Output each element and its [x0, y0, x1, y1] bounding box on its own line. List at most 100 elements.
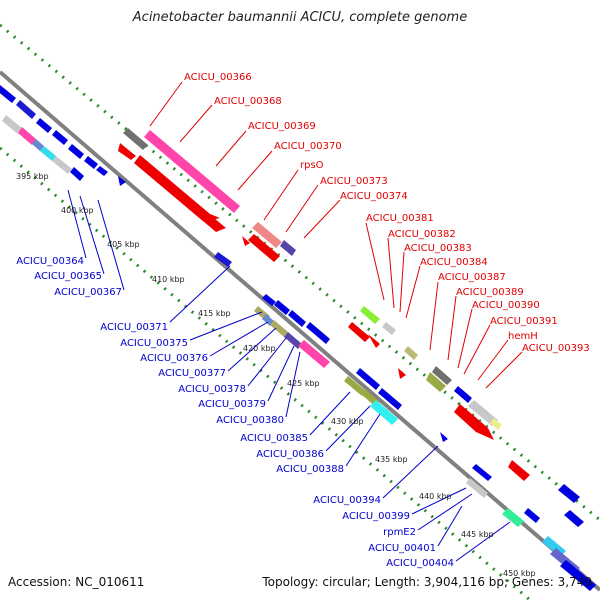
gene-label: hemH: [508, 331, 538, 342]
tick-label: 440 kbp: [419, 492, 452, 501]
reverse-gene-shape: [270, 320, 288, 337]
leader-line: [169, 265, 231, 323]
gene-label: ACICU_00389: [456, 287, 524, 298]
tick-label: 400 kbp: [61, 206, 94, 215]
leader-line: [325, 405, 371, 452]
reverse-gene-shape: [288, 310, 306, 327]
leader-line: [399, 251, 405, 313]
gene-label: ACICU_00377: [158, 368, 226, 379]
reverse-gene-shape: [370, 400, 398, 425]
gene-label: rpsO: [300, 160, 324, 171]
reverse-gene-shape: [214, 252, 232, 267]
tick-labels: 395 kbp 400 kbp 405 kbp 410 kbp 415 kbp …: [16, 172, 536, 578]
leader-line: [365, 222, 385, 301]
leader-line: [237, 150, 273, 191]
leader-line: [67, 189, 87, 259]
leader-line: [247, 337, 287, 387]
reverse-gene-shape: [356, 368, 380, 390]
forward-gene-shape: [404, 346, 418, 360]
forward-gene-shape: [242, 236, 250, 246]
leader-line: [309, 391, 351, 436]
gene-label: ACICU_00380: [216, 415, 284, 426]
reverse-gene-shape: [284, 332, 302, 349]
leader-line: [463, 324, 491, 375]
reverse-gene-shape: [52, 156, 72, 174]
forward-gene-shape: [432, 366, 452, 385]
leader-line: [417, 493, 473, 531]
leader-line: [267, 345, 295, 402]
tick-label: 405 kbp: [107, 240, 140, 249]
gene-label: ACICU_00366: [184, 72, 252, 83]
leader-line: [215, 130, 247, 167]
leader-line: [437, 505, 463, 547]
forward-gene-shape: [248, 234, 280, 262]
forward-gene-shape: [508, 460, 530, 481]
tick-label: 410 kbp: [152, 275, 185, 284]
reverse-gene-shape: [524, 508, 540, 523]
tick-label: 395 kbp: [16, 172, 49, 181]
reverse-gene-shape: [560, 560, 596, 591]
accession-text: Accession: NC_010611: [8, 575, 145, 589]
forward-gene-shape: [190, 203, 226, 232]
inner-dotted-line: [0, 146, 531, 600]
gene-label: ACICU_00387: [438, 272, 506, 283]
forward-features: [118, 128, 584, 527]
reverse-gene-shape: [118, 176, 126, 186]
leader-line: [457, 308, 473, 369]
gene-label: ACICU_00370: [274, 141, 342, 152]
gene-label: ACICU_00393: [522, 343, 590, 354]
leader-line: [209, 321, 269, 357]
reverse-gene-shape: [2, 115, 22, 134]
reverse-gene-shape: [262, 314, 274, 326]
forward-gene-shape: [558, 484, 580, 503]
gene-label: ACICU_00386: [256, 449, 324, 460]
tick-label: 425 kbp: [287, 379, 320, 388]
reverse-gene-shape: [502, 508, 524, 527]
gene-label: ACICU_00391: [490, 316, 558, 327]
leader-line: [285, 351, 301, 418]
forward-gene-shape: [382, 322, 396, 335]
reverse-gene-labels: ACICU_00364 ACICU_00365 ACICU_00367 ACIC…: [16, 256, 454, 569]
gene-label: ACICU_00373: [320, 176, 388, 187]
reverse-gene-shape: [0, 85, 16, 103]
gene-label: ACICU_00378: [178, 384, 246, 395]
outer-dotted-line: [0, 23, 600, 522]
gene-label: ACICU_00399: [342, 511, 410, 522]
reverse-gene-shape: [70, 167, 84, 181]
gene-label: ACICU_00382: [388, 229, 456, 240]
backbone-line: [0, 70, 600, 592]
leader-line: [345, 413, 381, 467]
map-title: Acinetobacter baumannii ACICU, complete …: [132, 10, 468, 25]
leader-line: [189, 311, 263, 341]
forward-gene-shape: [118, 143, 136, 160]
forward-gene-shape: [426, 372, 446, 392]
leader-line: [179, 104, 213, 143]
gene-label: ACICU_00365: [34, 271, 102, 282]
gene-label: ACICU_00379: [198, 399, 266, 410]
leader-line: [447, 295, 457, 361]
forward-gene-shape: [454, 386, 472, 403]
gene-label: ACICU_00368: [214, 96, 282, 107]
reverse-gene-shape: [344, 376, 366, 396]
reverse-gene-shape: [36, 118, 52, 133]
forward-gene-shape: [468, 400, 498, 426]
reverse-features: [0, 85, 596, 591]
reverse-gene-shape: [466, 478, 488, 498]
gene-label: ACICU_00371: [100, 322, 168, 333]
gene-label: ACICU_00383: [404, 243, 472, 254]
forward-gene-shape: [280, 240, 296, 256]
reverse-gene-shape: [40, 146, 56, 161]
leader-line: [285, 184, 319, 233]
reverse-gene-shape: [52, 130, 68, 145]
leader-line: [227, 327, 277, 372]
reverse-gene-shape: [306, 322, 330, 344]
leader-line: [263, 169, 299, 221]
topology-text: Topology: circular; Length: 3,904,116 bp…: [262, 575, 592, 589]
gene-label: ACICU_00375: [120, 338, 188, 349]
gene-label: ACICU_00364: [16, 256, 84, 267]
gene-label: ACICU_00376: [140, 353, 208, 364]
gene-label: ACICU_00390: [472, 300, 540, 311]
leader-line: [303, 199, 341, 239]
